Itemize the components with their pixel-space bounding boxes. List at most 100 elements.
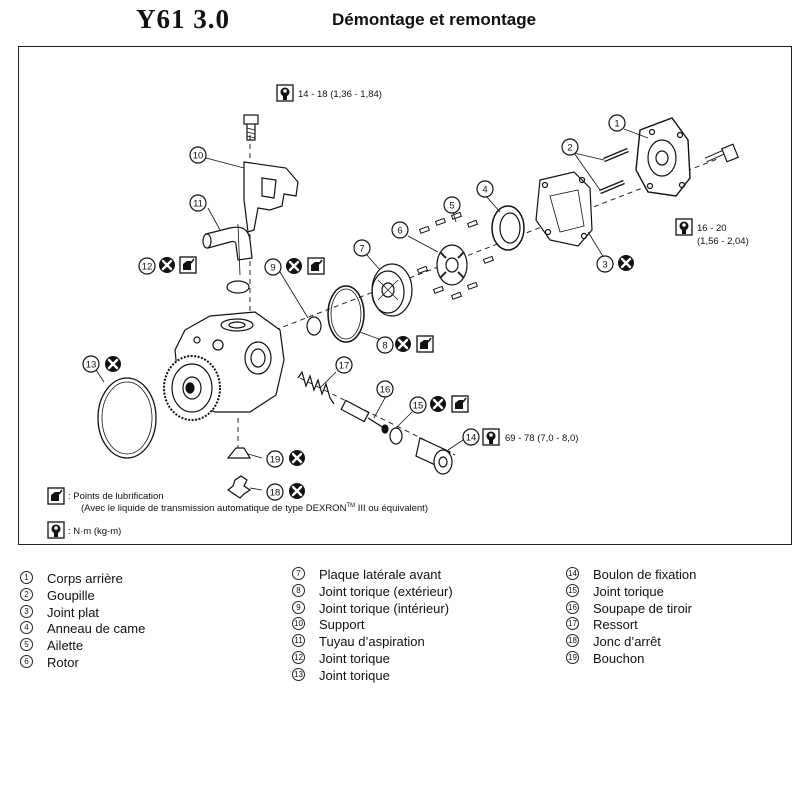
callout-13: 13 (86, 360, 97, 371)
legend-item-label: Boulon de fixation (593, 567, 697, 583)
callout-8: 8 (382, 341, 387, 352)
legend-item-number: 16 (566, 600, 579, 614)
legend-item-number: 13 (292, 667, 305, 681)
legend-item: 9 Joint torique (intérieur) (292, 599, 449, 616)
o-ring-8 (327, 285, 365, 343)
legend-item-number: 12 (292, 651, 305, 665)
model-heading: Y61 3.0 (136, 4, 230, 34)
note-torque-unit: : N·m (kg-m) (68, 526, 121, 537)
legend-item: 18 Jonc d’arrêt (566, 632, 661, 649)
legend-item: 7 Plaque latérale avant (292, 565, 441, 582)
legend-item-number: 6 (20, 655, 33, 669)
legend-item-number: 17 (566, 617, 579, 631)
callout-15: 15 (413, 401, 424, 412)
callout-12: 12 (142, 262, 153, 273)
legend-item-number: 4 (20, 621, 33, 635)
callout-4: 4 (482, 185, 487, 196)
legend-item-label: Ressort (593, 617, 638, 633)
mounting-bolt-right (704, 143, 739, 163)
legend-item-label: Plaque latérale avant (319, 567, 442, 583)
o-ring-9 (306, 316, 322, 336)
legend-item: 10 Support (292, 615, 365, 632)
callout-3: 3 (602, 260, 607, 271)
callout-17: 17 (339, 361, 350, 372)
callout-16: 16 (380, 385, 391, 396)
legend-item-label: Ailette (47, 638, 84, 654)
callout-18: 18 (270, 488, 281, 499)
legend-item-number: 14 (566, 567, 579, 581)
callout-9: 9 (270, 263, 275, 274)
legend-item-label: Tuyau d’aspiration (319, 634, 425, 650)
legend-item: 3 Joint plat (20, 603, 99, 620)
legend-item-number: 15 (566, 583, 579, 597)
legend-item: 6 Rotor (20, 653, 79, 670)
callout-6: 6 (397, 226, 402, 237)
legend-item-number: 11 (292, 634, 305, 648)
o-ring-12 (226, 280, 250, 294)
diagram-frame (18, 46, 792, 545)
legend-item-label: Support (319, 617, 365, 633)
note-lubrication-title: : Points de lubrification (68, 491, 164, 502)
legend-item-number: 10 (292, 617, 305, 631)
drive-gear (163, 355, 221, 421)
legend-item-label: Goupille (47, 587, 95, 603)
legend-item-label: Rotor (47, 655, 79, 671)
front-side-plate (371, 263, 413, 317)
legend-item: 11 Tuyau d’aspiration (292, 632, 425, 649)
legend-item-number: 1 (20, 571, 33, 585)
callouts: 1 2 3 4 5 6 7 8 9 10 11 12 13 14 15 16 1… (82, 114, 626, 501)
connector-bolt (415, 437, 453, 475)
legend-item-number: 8 (292, 583, 305, 597)
mounting-bolt-top (243, 114, 259, 141)
legend-item: 5 Ailette (20, 636, 83, 653)
torque-value-right: 16 - 20 (697, 223, 727, 234)
callout-1: 1 (614, 119, 619, 130)
legend-item-number: 3 (20, 604, 33, 618)
legend-item-number: 18 (566, 634, 579, 648)
legend-item-number: 5 (20, 638, 33, 652)
callout-19: 19 (270, 455, 281, 466)
torque-value-right-kgm: (1,56 - 2,04) (697, 236, 749, 247)
legend-item-label: Bouchon (593, 651, 645, 667)
torque-value-top: 14 - 18 (1,36 - 1,84) (298, 89, 382, 100)
torque-value-bottom: 69 - 78 (7,0 - 8,0) (505, 433, 578, 444)
legend-item: 13 Joint torique (292, 666, 390, 683)
rear-body (635, 117, 691, 197)
snap-ring (226, 475, 252, 499)
legend-item-label: Corps arrière (47, 571, 123, 587)
legend-item: 1 Corps arrière (20, 569, 123, 586)
callout-5: 5 (449, 201, 454, 212)
spring (297, 370, 335, 405)
callout-7: 7 (359, 244, 364, 255)
legend-item: 4 Anneau de came (20, 619, 145, 636)
legend-item-label: Joint torique (extérieur) (319, 583, 453, 599)
callout-11: 11 (193, 199, 203, 210)
legend-item: 16 Soupape de tiroir (566, 599, 692, 616)
legend-item-number: 9 (292, 600, 305, 614)
suction-pipe (202, 226, 253, 261)
callout-10: 10 (193, 151, 204, 162)
legend-item-label: Joint torique (intérieur) (319, 600, 450, 616)
page-title: Démontage et remontage (332, 10, 537, 29)
legend-item-label: Anneau de came (47, 621, 146, 637)
cam-ring (491, 205, 525, 251)
legend-item: 17 Ressort (566, 615, 638, 632)
legend-item-number: 2 (20, 587, 33, 601)
callout-2: 2 (567, 143, 572, 154)
callout-14: 14 (466, 433, 477, 444)
parts-artwork (95, 114, 739, 499)
legend-item: 14 Boulon de fixation (566, 565, 696, 582)
leader-lines (95, 128, 649, 491)
legend-item-label: Joint plat (47, 604, 100, 620)
legend-item-number: 7 (292, 567, 305, 581)
plug (226, 447, 252, 459)
legend-item-label: Joint torique (319, 667, 390, 683)
vanes (416, 211, 495, 300)
exploded-view-diagram: 1 2 3 4 5 6 7 8 9 10 11 12 13 14 15 16 1… (47, 84, 749, 539)
legend-item-label: Soupape de tiroir (593, 600, 693, 616)
legend-item-label: Jonc d’arrêt (593, 634, 661, 650)
note-lubrication-detail: (Avec le liquide de transmission automat… (81, 503, 428, 514)
